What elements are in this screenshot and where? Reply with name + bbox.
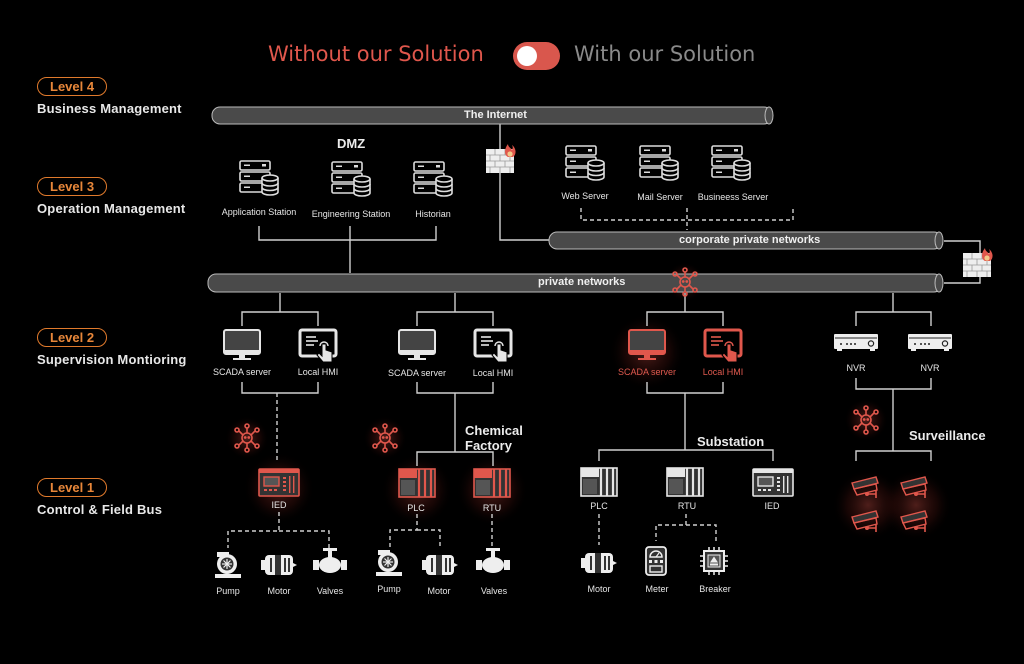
private-network-label: private networks (538, 276, 626, 288)
ied-icon[interactable] (752, 468, 794, 497)
surveillance-title: Surveillance (909, 428, 986, 443)
ied-icon[interactable] (258, 468, 300, 497)
firewall-icon (485, 143, 517, 174)
corporate-network-label: corporate private networks (679, 234, 821, 246)
local-hmi-icon[interactable] (298, 328, 338, 364)
dashed-links (227, 208, 794, 548)
node-label: RTU (482, 503, 502, 513)
nvr-icon[interactable] (907, 333, 953, 352)
node-label: Meter (645, 584, 669, 594)
motor-icon[interactable] (261, 555, 297, 575)
nvr-icon[interactable] (833, 333, 879, 352)
node-label: PLC (407, 503, 425, 513)
node-label: Engineering Station (311, 209, 391, 219)
local-hmi-icon[interactable] (473, 328, 513, 364)
level-name: Control & Field Bus (37, 502, 163, 517)
rtu-icon[interactable] (665, 466, 705, 498)
chemical-factory-title: Chemical Factory (465, 423, 523, 453)
firewall-icon (962, 247, 994, 278)
node-label: Mail Server (637, 192, 683, 202)
node-label: RTU (677, 501, 697, 511)
node-label: Valves (480, 586, 508, 596)
motor-icon[interactable] (422, 555, 458, 575)
without-solution-label[interactable]: Without our Solution (268, 42, 484, 66)
node-label: IED (271, 500, 287, 510)
node-label: Busineess Server (697, 192, 769, 202)
node-label: PLC (590, 501, 608, 511)
valve-icon[interactable] (476, 548, 510, 573)
threat-glows (225, 262, 952, 541)
node-label: Motor (427, 586, 451, 596)
pump-icon[interactable] (214, 551, 242, 579)
plc-icon[interactable] (579, 466, 619, 498)
plc-icon[interactable] (397, 467, 437, 499)
level-badge: Level 2 (37, 328, 108, 347)
breaker-icon[interactable] (699, 546, 729, 576)
dmz-title: DMZ (337, 136, 366, 151)
level-name: Business Management (37, 101, 182, 116)
node-label: Motor (267, 586, 291, 596)
motor-icon[interactable] (581, 553, 617, 573)
with-solution-label[interactable]: With our Solution (574, 42, 756, 66)
node-label: Breaker (699, 584, 731, 594)
node-label: Local HMI (702, 367, 744, 377)
node-label: Pump (377, 584, 401, 594)
internet-pipe-label: The Internet (464, 109, 527, 121)
scada-server-icon[interactable] (223, 329, 261, 361)
zone-title-line: Factory (465, 438, 512, 453)
level-3: Level 3 Operation Management (37, 177, 185, 216)
meter-icon[interactable] (645, 546, 667, 576)
level-4: Level 4 Business Management (37, 77, 182, 116)
node-label: Motor (587, 584, 611, 594)
node-label: SCADA server (387, 368, 447, 378)
level-name: Operation Management (37, 201, 186, 216)
node-label: NVR (920, 363, 940, 373)
node-label: Local HMI (472, 368, 514, 378)
business-server-icon[interactable] (711, 145, 751, 181)
pump-icon[interactable] (375, 549, 403, 577)
node-label: SCADA server (617, 367, 677, 377)
mail-server-icon[interactable] (639, 145, 679, 181)
node-label: Pump (216, 586, 240, 596)
rtu-icon[interactable] (472, 467, 512, 499)
solution-toggle-switch[interactable] (513, 42, 560, 70)
level-badge: Level 4 (37, 77, 108, 96)
node-label: IED (764, 501, 780, 511)
node-label: Valves (316, 586, 344, 596)
toggle-knob (517, 46, 537, 66)
level-badge: Level 1 (37, 478, 108, 497)
network-pipes (207, 106, 944, 293)
scada-server-icon[interactable] (398, 329, 436, 361)
historian-icon[interactable] (413, 161, 453, 197)
zone-title-line: Chemical (465, 423, 523, 438)
engineering-station-icon[interactable] (331, 161, 371, 197)
solution-toggle-row: Without our Solution With our Solution (0, 38, 1024, 74)
level-2: Level 2 Supervision Montioring (37, 328, 187, 367)
substation-title: Substation (697, 434, 765, 449)
node-label: Historian (415, 209, 451, 219)
level-badge: Level 3 (37, 177, 108, 196)
application-station-icon[interactable] (239, 160, 279, 196)
web-server-icon[interactable] (565, 145, 605, 181)
level-1: Level 1 Control & Field Bus (37, 478, 162, 517)
node-label: Local HMI (297, 367, 339, 377)
local-hmi-icon[interactable] (703, 328, 743, 364)
node-label: NVR (846, 363, 866, 373)
node-label: Web Server (561, 191, 609, 201)
node-label: SCADA server (212, 367, 272, 377)
node-label: Application Station (221, 207, 297, 217)
level-name: Supervision Montioring (37, 352, 187, 367)
valve-icon[interactable] (313, 548, 347, 573)
